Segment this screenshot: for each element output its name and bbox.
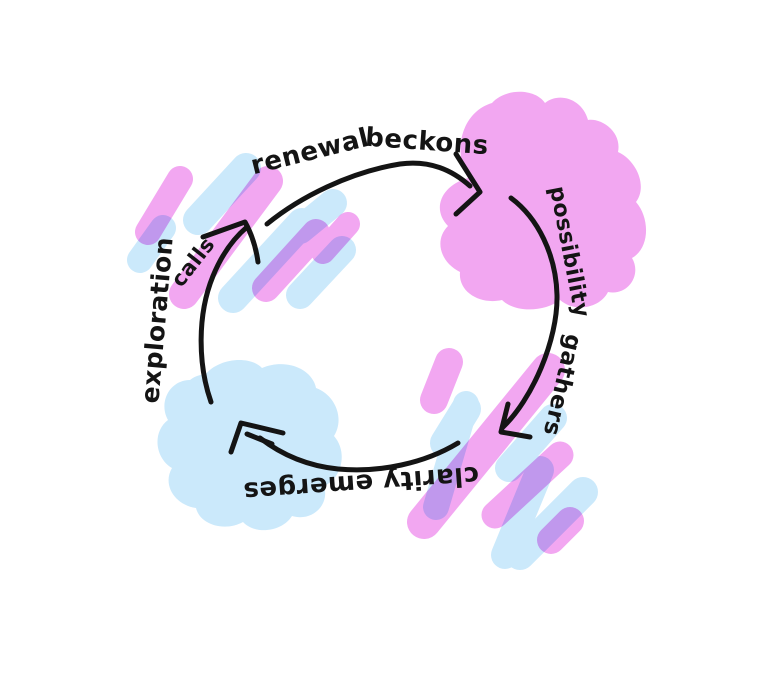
- cycle-arrow-top-head: [453, 151, 483, 217]
- cycle-arrow-top-arc: [264, 160, 473, 227]
- highlight-stripe-pink: [169, 166, 283, 309]
- highlight-stripe-pink: [252, 219, 330, 302]
- cycle-arrow-bottom-arc: [257, 435, 461, 473]
- cycle-arrow-right-arc: [499, 195, 560, 431]
- highlight-stripe-pink: [481, 441, 574, 529]
- highlight-stripe-blue: [286, 236, 356, 309]
- blue-cloud-highlight: [157, 359, 342, 531]
- cycle-arrow-right-head: [498, 401, 533, 440]
- ink-arrow-layer: [198, 151, 560, 473]
- highlight-stripe-pink: [537, 507, 584, 554]
- cycle-arrow-bottom-head-stroke2: [244, 431, 275, 447]
- highlight-stripe-blue: [183, 153, 261, 235]
- blue-highlighter-layer: [127, 153, 598, 570]
- pink-cloud-highlight: [439, 91, 647, 310]
- highlight-stripe-pink: [420, 348, 463, 414]
- highlight-stripe-pink: [311, 212, 360, 264]
- highlight-stripe-blue: [495, 404, 567, 482]
- cycle-arrow-left-head: [200, 219, 261, 265]
- highlight-stripe-pink: [135, 166, 193, 245]
- cycle-arrow-left-arc: [198, 224, 250, 405]
- cycle-arrow-bottom-head: [228, 420, 286, 455]
